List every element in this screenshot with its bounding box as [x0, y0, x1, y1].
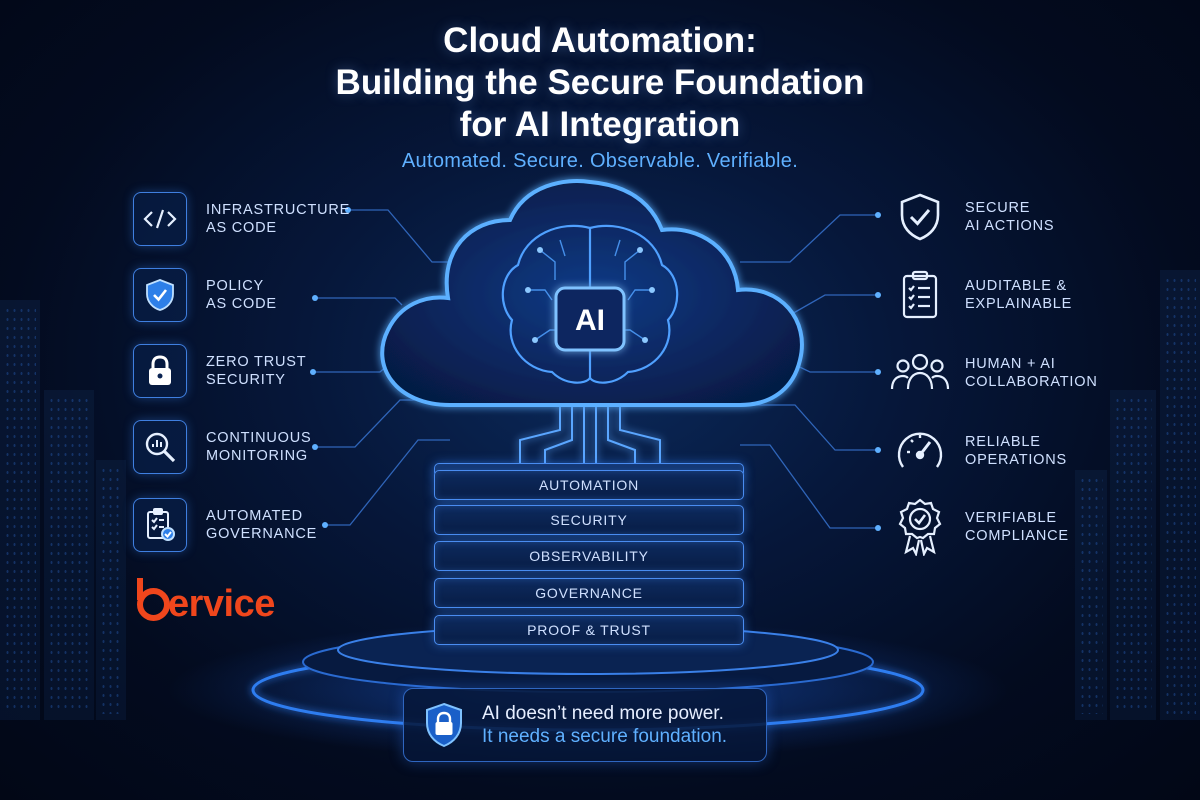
gauge-icon: [890, 424, 950, 478]
code-brackets-icon: [133, 192, 187, 246]
title-line-3: for AI Integration: [459, 105, 741, 144]
layer-proof-and-trust: PROOF & TRUST: [434, 615, 744, 645]
brain-circuit: [501, 224, 679, 384]
brand-text: ervice: [168, 583, 275, 625]
shield-check-icon: [133, 268, 187, 322]
layer-observability: OBSERVABILITY: [434, 541, 744, 571]
connector-dots-right: [875, 212, 881, 531]
brand-logo: ervice: [137, 578, 275, 626]
title-line-2: Building the Secure Foundation: [335, 63, 865, 102]
layer-security: SECURITY: [434, 505, 744, 535]
checklist-icon: [890, 268, 950, 322]
page-title: Cloud Automation: Building the Secure Fo…: [0, 20, 1200, 146]
magnifier-chart-icon: [133, 420, 187, 474]
connector-dots-left: [310, 207, 351, 528]
ai-label: AI: [575, 304, 605, 337]
message-text: AI doesn’t need more power. It needs a s…: [482, 702, 727, 748]
clipboard-check-icon: [133, 498, 187, 552]
message-line-2: It needs a secure foundation.: [482, 726, 728, 747]
feature-label: AUDITABLE &EXPLAINABLE: [965, 278, 1073, 312]
padlock-icon: [133, 344, 187, 398]
layer-governance: GOVERNANCE: [434, 578, 744, 608]
brand-mark: [137, 578, 170, 621]
message-box: AI doesn’t need more power. It needs a s…: [403, 688, 767, 762]
layer-automation: AUTOMATION: [434, 470, 744, 500]
tagline: Automated. Secure. Observable. Verifiabl…: [401, 150, 799, 172]
shield-lock-icon: [426, 702, 462, 748]
ai-chip: [554, 286, 626, 352]
shield-check-icon: [890, 190, 950, 244]
message-line-1: AI doesn’t need more power.: [482, 703, 724, 724]
award-badge-icon: [890, 498, 950, 556]
people-group-icon: [890, 346, 950, 400]
feature-auditable-explainable: AUDITABLE &EXPLAINABLE: [890, 268, 1072, 322]
title-line-1: Cloud Automation:: [443, 21, 757, 60]
